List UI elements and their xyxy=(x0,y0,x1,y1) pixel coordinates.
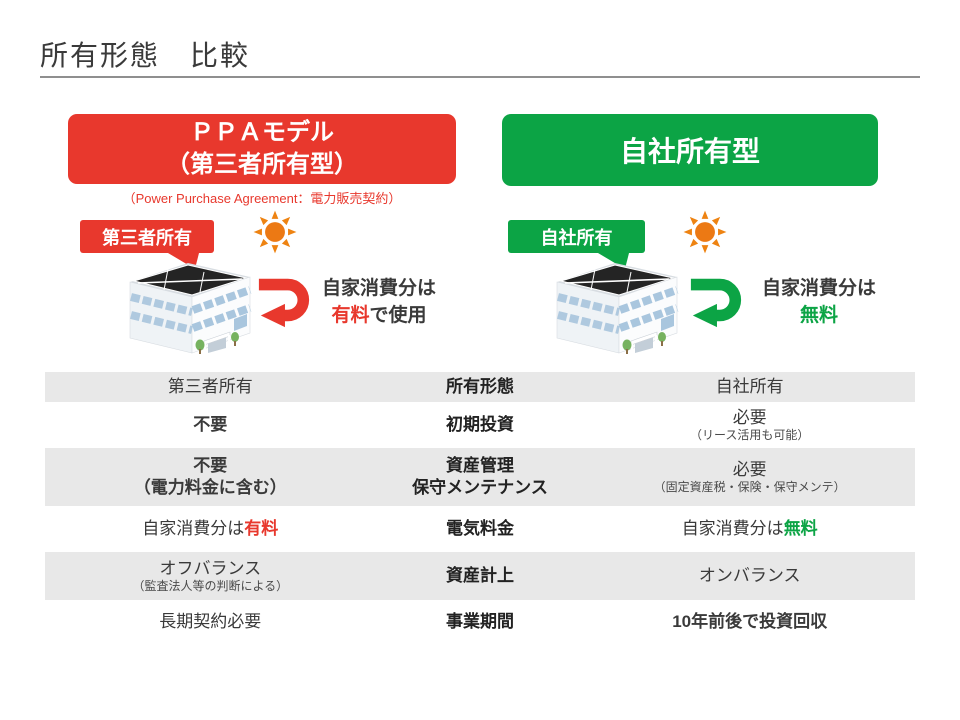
cell-ppa-value: 自家消費分は有料 xyxy=(45,518,376,539)
page-title: 所有形態 比較 xyxy=(40,40,251,71)
cell-category-line2: 保守メンテナンス xyxy=(412,478,548,497)
table-row: オフバランス （監査法人等の判断による） 資産計上 オンバランス xyxy=(45,552,915,600)
own-consumption-line1: 自家消費分は xyxy=(761,278,876,299)
table-row: 不要 （電力料金に含む） 資産管理 保守メンテナンス 必要 （固定資産税・保険・… xyxy=(45,448,915,506)
title-underline xyxy=(40,76,920,78)
cell-ppa-pre: 自家消費分は xyxy=(142,519,245,539)
cell-own-value: 自社所有 xyxy=(715,377,784,397)
cell-own-value: 10年前後で投資回収 xyxy=(672,611,828,631)
cell-own-value: 必要 （リース活用も可能） xyxy=(584,407,915,443)
cell-ppa-value: 不要 （電力料金に含む） xyxy=(45,455,376,499)
cycle-arrow-icon xyxy=(688,272,744,330)
building-icon xyxy=(543,246,689,356)
cell-category: 所有形態 xyxy=(445,377,514,397)
cell-ppa-paid: 有料 xyxy=(244,519,279,539)
own-consumption-free: 無料 xyxy=(799,304,838,326)
cell-own-value: 必要 （固定資産税・保険・保守メンテ） xyxy=(584,459,915,495)
cell-ppa-main: オフバランス xyxy=(159,559,262,579)
ppa-consumption-line1: 自家消費分は xyxy=(321,278,436,299)
cell-category-line1: 資産管理 xyxy=(445,455,514,475)
cell-ppa-value: 第三者所有 xyxy=(167,377,253,397)
cell-own-value: オンバランス xyxy=(698,566,801,586)
cell-own-main: 必要 xyxy=(732,460,767,480)
cell-ppa-sub: （監査法人等の判断による） xyxy=(132,579,289,594)
third-party-owner-bubble: 第三者所有 xyxy=(80,220,214,269)
ppa-caption: （Power Purchase Agreement：電力販売契約） xyxy=(122,191,402,206)
building-icon xyxy=(116,246,262,356)
cell-ppa-value: オフバランス （監査法人等の判断による） xyxy=(45,558,376,594)
cell-own-value: 自家消費分は無料 xyxy=(584,518,915,539)
self-owned-banner: 自社所有型 xyxy=(502,114,878,186)
table-row: 不要 初期投資 必要 （リース活用も可能） xyxy=(45,402,915,448)
cell-own-sub: （リース活用も可能） xyxy=(689,428,810,443)
cell-ppa-main: 不要 xyxy=(193,455,228,475)
cell-category: 電気料金 xyxy=(445,519,514,539)
cell-ppa-value: 不要 xyxy=(193,415,228,435)
cell-own-sub: （固定資産税・保険・保守メンテ） xyxy=(653,480,846,495)
cell-ppa-main2: （電力料金に含む） xyxy=(133,478,287,497)
third-party-owner-label: 第三者所有 xyxy=(102,227,192,248)
self-owner-label: 自社所有 xyxy=(540,227,613,248)
cell-ppa-value: 長期契約必要 xyxy=(159,611,262,631)
ppa-consumption-note: 自家消費分は 有料で使用 xyxy=(313,276,445,329)
cell-category: 事業期間 xyxy=(445,611,514,631)
cell-own-pre: 自家消費分は xyxy=(681,519,784,539)
cell-own-main: 必要 xyxy=(732,408,767,428)
self-owned-banner-label: 自社所有型 xyxy=(619,136,760,167)
ppa-banner: ＰＰＡモデル （第三者所有型） xyxy=(68,114,456,184)
cell-own-free: 無料 xyxy=(783,519,818,539)
ppa-banner-line1: ＰＰＡモデル xyxy=(190,118,334,146)
ppa-banner-line2: （第三者所有型） xyxy=(166,151,358,178)
cell-category: 資産管理 保守メンテナンス xyxy=(376,455,585,499)
comparison-table: 第三者所有 所有形態 自社所有 不要 初期投資 必要 （リース活用も可能） 不要… xyxy=(45,372,915,643)
table-row: 自家消費分は有料 電気料金 自家消費分は無料 xyxy=(45,506,915,552)
cell-category: 初期投資 xyxy=(445,415,514,435)
cell-category: 資産計上 xyxy=(445,566,514,586)
ppa-consumption-paid: 有料 xyxy=(331,304,370,326)
table-row: 長期契約必要 事業期間 10年前後で投資回収 xyxy=(45,600,915,643)
cycle-arrow-icon xyxy=(256,272,312,330)
own-consumption-note: 自家消費分は 無料 xyxy=(753,276,885,329)
ppa-consumption-suffix: で使用 xyxy=(369,304,427,326)
table-row: 第三者所有 所有形態 自社所有 xyxy=(45,372,915,402)
